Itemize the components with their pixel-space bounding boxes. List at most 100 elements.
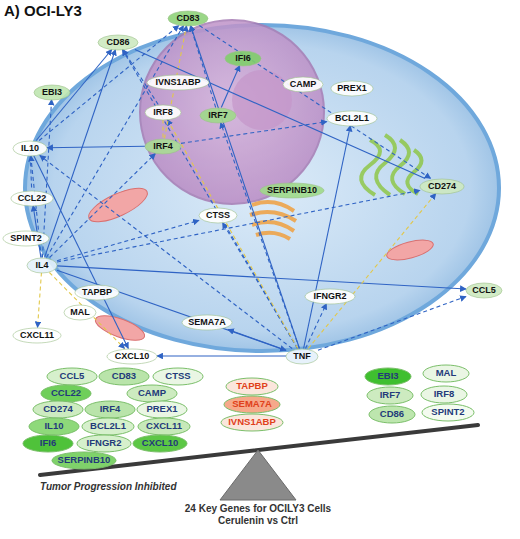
node-ellipse [305,289,355,304]
interaction-line [167,120,297,349]
gene-pill: CXCL11 [138,418,190,435]
gene-pill: TAPBP [226,378,278,395]
node-ellipse [199,208,237,223]
gene-pill: IFNGR2 [77,435,131,452]
node-ellipse [367,387,413,404]
gene-node: CXCL11 [13,328,61,343]
gene-node: CD83 [168,11,208,26]
gene-node: EBI3 [34,85,70,100]
interaction-line [34,156,129,349]
gene-pill: CTSS [153,368,203,385]
gene-label: PREX1 [146,404,177,414]
gene-label: CCL5 [472,286,496,295]
gene-label: CCL22 [18,194,47,203]
gene-pill: IL10 [29,418,79,435]
node-ellipse [421,386,467,403]
interaction-line [306,304,327,349]
gene-label: CD83 [112,371,136,381]
gene-label: CXCL11 [20,331,54,340]
node-ellipse [85,401,135,418]
gene-pill: PREX1 [137,401,187,418]
node-ellipse [283,77,323,92]
gene-label: IRF8 [434,389,455,399]
interaction-line [50,154,156,258]
interaction-line [304,126,351,349]
gene-label: CAMP [138,388,166,398]
gene-node: TAPBP [75,285,119,300]
gene-pill: BCL2L1 [82,418,134,435]
interaction-line [45,50,116,258]
node-ellipse [64,305,96,320]
node-ellipse [168,11,208,26]
node-ellipse [77,435,131,452]
gene-label: CXCL10 [142,438,178,448]
gene-pill: SEMA7A [224,396,280,413]
gene-label: IRF4 [100,404,121,414]
node-ellipse [52,452,116,469]
node-ellipse [99,368,149,385]
gene-label: SERPINB10 [58,455,111,465]
gene-node: IRF7 [200,108,236,123]
interaction-line [57,220,199,260]
node-ellipse [127,385,177,402]
gene-pill: IRF4 [85,401,135,418]
cell-membrane [25,25,499,351]
gene-label: MAL [70,308,90,317]
gene-node: IRF4 [145,139,181,154]
gene-label: CXCL11 [146,421,182,431]
gene-node: SPINT2 [3,231,49,246]
node-ellipse [260,183,324,198]
gene-pill: SERPINB10 [52,452,116,469]
node-ellipse [145,105,181,120]
interaction-line [57,270,286,350]
node-ellipse [200,108,236,123]
node-ellipse [98,35,138,50]
gene-label: IRF7 [380,390,401,400]
gene-label: CD86 [106,38,129,47]
gene-label: IFNGR2 [313,292,346,301]
node-ellipse [153,368,203,385]
node-ellipse [23,435,73,452]
gene-label: IFI6 [235,54,251,63]
interaction-line [122,50,297,349]
interaction-line [36,50,112,141]
gene-node: IVNS1ABP [147,75,209,90]
node-ellipse [27,258,57,273]
node-ellipse [13,328,61,343]
endoplasmic-reticulum [361,135,421,195]
nucleus [140,20,324,204]
gene-label: IRF7 [208,111,228,120]
node-ellipse [423,365,469,382]
gene-label: CAMP [290,80,317,89]
gene-label: IL4 [35,261,48,270]
gene-pill: MAL [423,365,469,382]
node-ellipse [41,385,91,402]
node-ellipse [221,414,283,431]
gene-label: TNF [293,352,311,361]
node-ellipse [147,75,209,90]
gene-pill: IVNS1ABP [221,414,283,431]
gene-label: SEMA7A [188,318,226,327]
gene-label: CCL5 [60,371,85,381]
gene-label: TAPBP [82,288,112,297]
gene-pill: IRF7 [367,387,413,404]
node-ellipse [331,81,373,96]
gene-node: TNF [286,349,318,364]
node-ellipse [137,401,187,418]
node-ellipse [13,141,47,156]
gene-node: IRF8 [145,105,181,120]
node-ellipse [365,368,411,385]
node-ellipse [182,315,232,330]
node-ellipse [33,401,83,418]
gene-node: IL10 [13,141,47,156]
gene-node: IL4 [27,258,57,273]
gene-pill: IFI6 [23,435,73,452]
gene-pill: SPINT2 [422,404,474,421]
node-ellipse [34,85,70,100]
interaction-line [40,156,292,349]
interaction-line [57,190,420,262]
gene-node: CXCL10 [107,349,157,364]
nucleolus [232,70,292,130]
gene-label: CD274 [43,404,73,414]
